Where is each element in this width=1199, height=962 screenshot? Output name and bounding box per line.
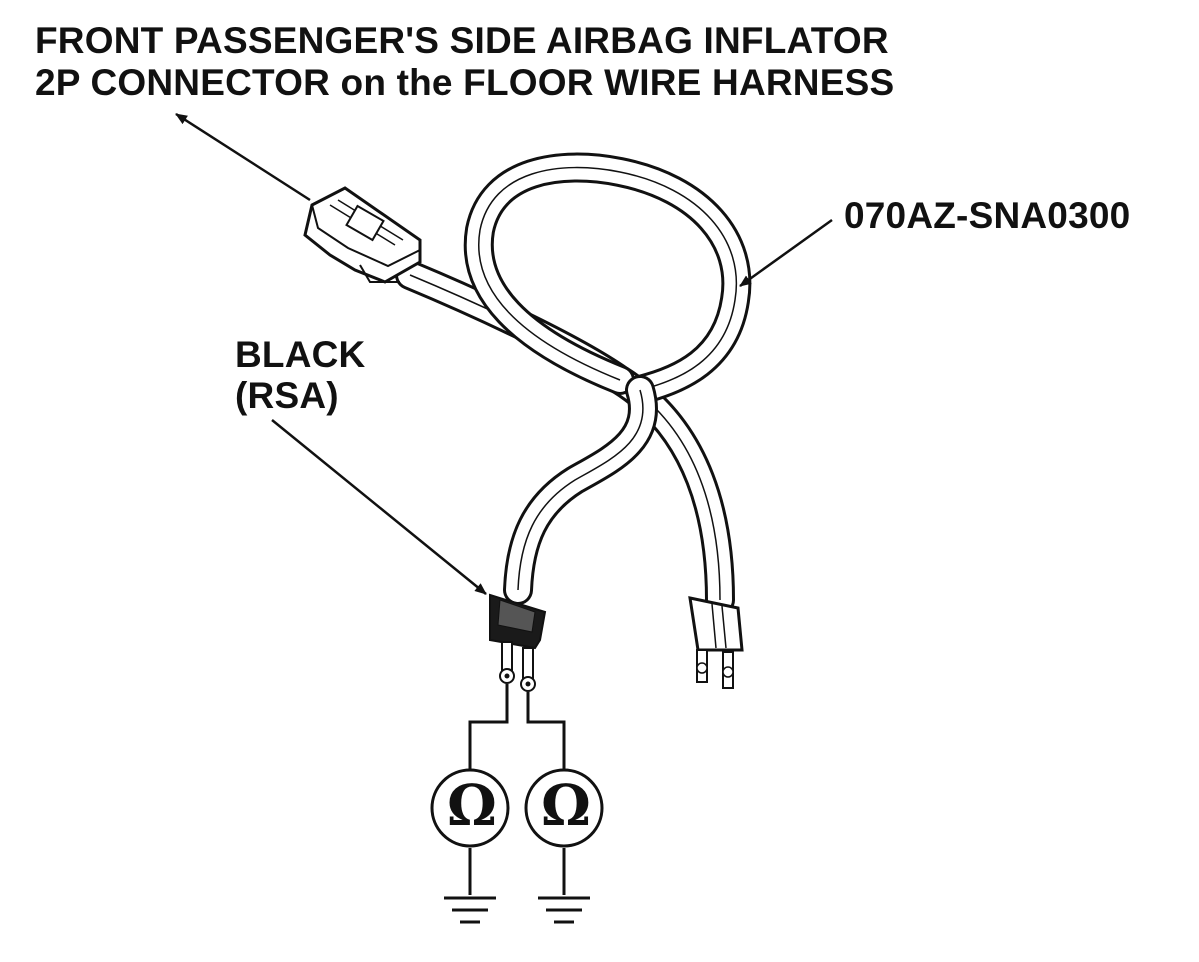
title-line-1: FRONT PASSENGER'S SIDE AIRBAG INFLATOR [35, 20, 889, 61]
ohmmeter-right-symbol: Ω [541, 773, 592, 839]
white-test-plug [688, 596, 744, 689]
part-number-label: 070AZ-SNA0300 [844, 195, 1131, 236]
plug-code-label: (RSA) [235, 375, 339, 416]
ohmmeter-left-circle [430, 768, 510, 848]
ohmmeter-left-symbol: Ω [447, 773, 498, 839]
ground-symbol-right [538, 896, 590, 924]
connector-leader-arrow [175, 112, 311, 202]
harness-cable-main [395, 260, 735, 615]
ground-symbol-left [444, 896, 496, 924]
harness-cable-branch [503, 375, 658, 605]
black-plug-leader-arrow [271, 419, 487, 595]
title-line-2: 2P CONNECTOR on the FLOOR WIRE HARNESS [35, 62, 895, 103]
black-rsa-plug [489, 593, 547, 692]
plug-color-label: BLACK [235, 334, 366, 375]
part-number-leader-arrow [739, 218, 833, 288]
harness-cable-loop [463, 152, 752, 405]
ohmmeter-right-circle [524, 768, 604, 848]
ohmmeter-leads [468, 684, 566, 895]
floor-harness-2p-connector [303, 186, 422, 284]
